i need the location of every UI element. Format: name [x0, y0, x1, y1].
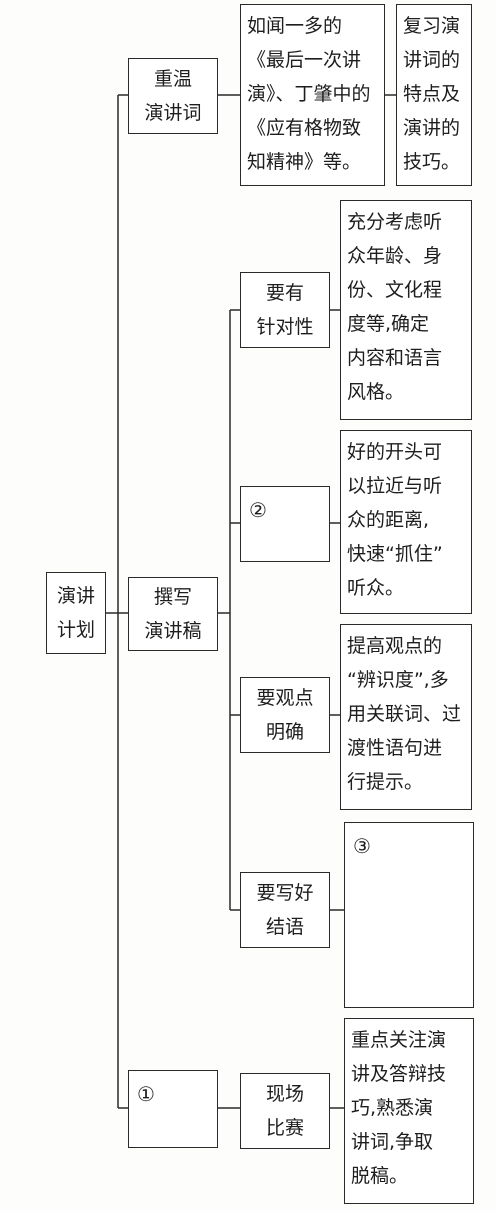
node-ending-label-line1: 要写好 [256, 882, 314, 904]
root-label-line2: 计划 [56, 619, 95, 641]
viewpoint-desc-line3: 用关联词、过 [347, 703, 462, 725]
node-write-label-line1: 撰写 [153, 586, 192, 608]
competition-desc-line1: 重点关注演 [351, 1029, 447, 1051]
node-targeted-label-line1: 要有 [265, 282, 304, 304]
competition-desc-line3: 巧,熟悉演 [351, 1097, 434, 1119]
targeted-desc-line3: 份、文化程 [347, 279, 443, 301]
review-purpose-line3: 特点及 [403, 83, 461, 105]
targeted-desc-box: 充分考虑听 众年龄、身 份、文化程 度等,确定 内容和语言 风格。 [340, 200, 472, 420]
node-review-speeches: 重温 演讲词 [128, 58, 218, 134]
node-review-label-line2: 演讲词 [144, 102, 202, 124]
targeted-desc-line6: 风格。 [347, 381, 405, 403]
review-example-line4: 《应有格物致 [247, 117, 362, 139]
blank-marker-3: ③ [353, 834, 371, 858]
node-targeted: 要有 针对性 [240, 272, 330, 348]
review-example-line5: 知精神》等。 [247, 151, 362, 173]
root-label-line1: 演讲 [56, 585, 95, 607]
opening-desc-box: 好的开头可 以拉近与听 众的距离, 快速“抓住” 听众。 [340, 430, 472, 614]
blank-marker-2: ② [249, 498, 267, 522]
viewpoint-desc-line2: “辨识度”,多 [347, 669, 449, 691]
competition-desc-line5: 脱稿。 [351, 1165, 409, 1187]
review-purpose-line1: 复习演 [403, 15, 461, 37]
review-example-line2: 《最后一次讲 [247, 49, 362, 71]
node-clear-viewpoint: 要观点 明确 [240, 677, 330, 753]
review-example-line1: 如闻一多的 [247, 15, 343, 37]
opening-desc-line1: 好的开头可 [347, 441, 443, 463]
node-review-label-line1: 重温 [153, 68, 192, 90]
targeted-desc-line2: 众年龄、身 [347, 245, 443, 267]
competition-desc-line4: 讲词,争取 [351, 1131, 434, 1153]
targeted-desc-line5: 内容和语言 [347, 347, 443, 369]
opening-desc-line2: 以拉近与听 [347, 475, 443, 497]
review-purpose-line4: 演讲的 [403, 117, 461, 139]
node-write-speech: 撰写 演讲稿 [128, 577, 218, 651]
node-viewpoint-label-line2: 明确 [265, 721, 304, 743]
node-targeted-label-line2: 针对性 [256, 316, 314, 338]
blank-desc-3: ③ [344, 822, 474, 1008]
review-purpose-line5: 技巧。 [403, 151, 461, 173]
viewpoint-desc-line4: 渡性语句进 [347, 737, 443, 759]
node-write-label-line2: 演讲稿 [144, 620, 202, 642]
blank-node-2: ② [240, 486, 330, 562]
competition-desc-line2: 讲及答辩技 [351, 1063, 447, 1085]
viewpoint-desc-line1: 提高观点的 [347, 635, 443, 657]
review-purpose-box: 复习演 讲词的 特点及 演讲的 技巧。 [396, 4, 472, 186]
competition-desc-box: 重点关注演 讲及答辩技 巧,熟悉演 讲词,争取 脱稿。 [344, 1018, 474, 1204]
blank-node-1: ① [128, 1070, 218, 1148]
node-live-competition: 现场 比赛 [240, 1073, 330, 1149]
opening-desc-line5: 听众。 [347, 577, 405, 599]
viewpoint-desc-line5: 行提示。 [347, 771, 424, 793]
node-viewpoint-label-line1: 要观点 [256, 687, 314, 709]
opening-desc-line4: 快速“抓住” [347, 543, 443, 565]
viewpoint-desc-box: 提高观点的 “辨识度”,多 用关联词、过 渡性语句进 行提示。 [340, 624, 472, 810]
targeted-desc-line4: 度等,确定 [347, 313, 430, 335]
root-node-speech-plan: 演讲 计划 [46, 572, 106, 654]
node-competition-label-line2: 比赛 [265, 1117, 304, 1139]
review-example-line3: 演》、丁肇中的 [247, 83, 371, 105]
review-purpose-line2: 讲词的 [403, 49, 461, 71]
node-competition-label-line1: 现场 [265, 1083, 304, 1105]
node-ending-label-line2: 结语 [265, 916, 304, 938]
targeted-desc-line1: 充分考虑听 [347, 211, 443, 233]
opening-desc-line3: 众的距离, [347, 509, 430, 531]
review-example-box: 如闻一多的 《最后一次讲 演》、丁肇中的 《应有格物致 知精神》等。 [240, 4, 385, 186]
blank-marker-1: ① [137, 1082, 155, 1106]
node-good-ending: 要写好 结语 [240, 872, 330, 948]
